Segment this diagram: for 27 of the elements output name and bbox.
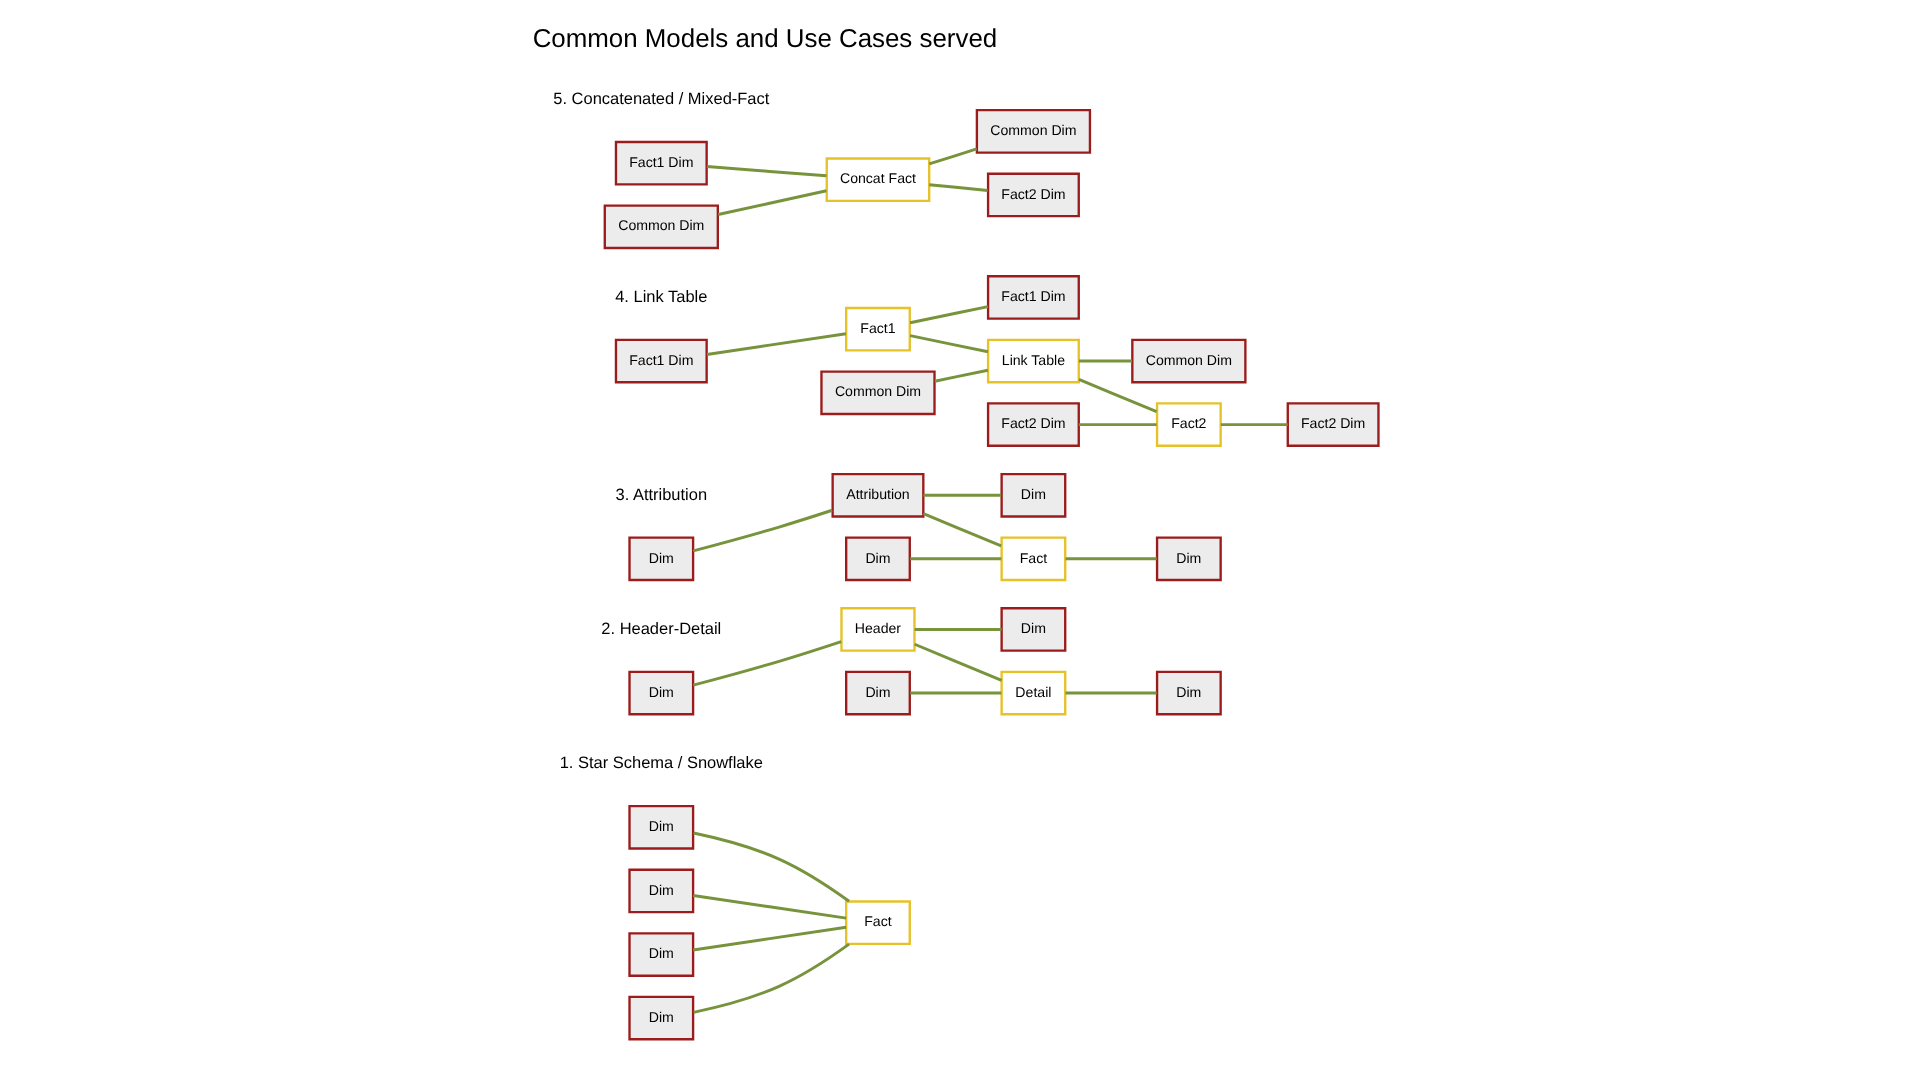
connector <box>928 183 987 192</box>
connector <box>1064 557 1156 561</box>
connector <box>927 147 977 166</box>
connector <box>913 642 1002 682</box>
connector <box>692 894 846 920</box>
connector <box>1077 359 1132 363</box>
diagram-title: Common Models and Use Cases served <box>531 23 997 54</box>
connector <box>705 332 846 356</box>
connector <box>909 691 1001 695</box>
connector <box>921 512 1001 548</box>
connector <box>1219 423 1287 427</box>
connector <box>1064 691 1156 695</box>
connector <box>908 305 988 325</box>
connector <box>933 368 988 383</box>
connector <box>692 925 846 952</box>
connector <box>691 508 832 553</box>
connector <box>1077 423 1156 427</box>
connector <box>922 493 1001 497</box>
connector <box>692 831 849 903</box>
connector <box>691 640 841 687</box>
connector <box>692 942 849 1014</box>
connector <box>1077 378 1157 414</box>
connector <box>908 334 988 354</box>
connector <box>909 557 1001 561</box>
connector <box>716 189 826 216</box>
connector <box>705 165 826 178</box>
connector <box>913 628 1001 631</box>
